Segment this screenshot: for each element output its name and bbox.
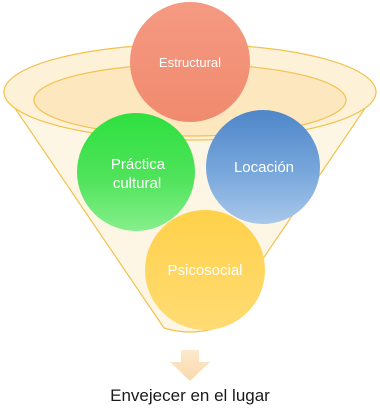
- label-estructural: Estructural: [159, 55, 221, 70]
- down-arrow-icon: [170, 350, 210, 381]
- label-psicosocial: Psicosocial: [167, 262, 242, 279]
- label-cultural: cultural: [113, 175, 161, 192]
- circle-psicosocial: [145, 210, 265, 330]
- circle-locacion: [206, 110, 320, 224]
- circle-practica-cultural: [77, 113, 195, 231]
- outcome-caption: Envejecer en el lugar: [110, 386, 270, 405]
- label-locacion: Locación: [234, 159, 294, 176]
- circle-estructural: [130, 2, 250, 122]
- label-practica: Práctica: [111, 156, 166, 173]
